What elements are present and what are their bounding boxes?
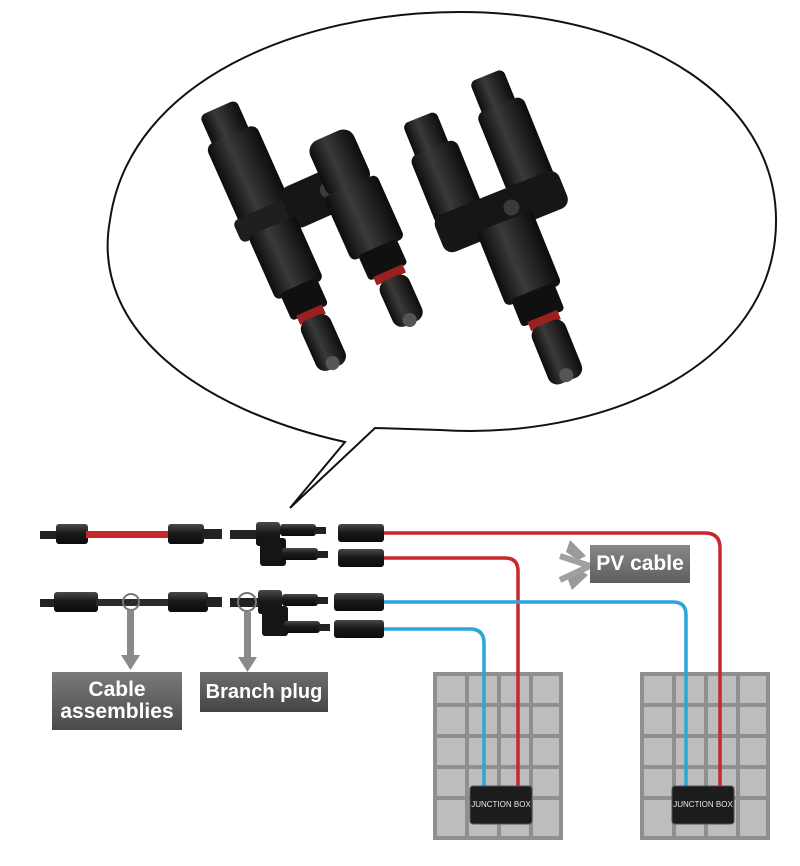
junction-box-left [469,785,533,825]
branch-connector-photo-left [201,101,423,371]
junction-box-left-text: JUNCTION BOX [471,800,531,809]
speech-bubble [106,10,778,509]
cable-assemblies-label: Cable assemblies [52,672,182,730]
junction-box-right [671,785,735,825]
solar-panel-right [640,672,770,840]
solar-panel-left [433,672,563,840]
branch-plug-positive [230,522,328,566]
cable-assembly-positive [40,524,222,544]
pv-connectors [334,524,384,638]
branch-plug-label: Branch plug [200,672,328,712]
label-arrows [121,610,257,672]
branch-plug-negative [230,590,330,636]
pv-cables [384,531,722,800]
branch-connector-photo-right [404,70,583,385]
pv-cable-arrows [558,540,599,590]
cable-assembly-negative [40,592,222,612]
pv-cable-label: PV cable [590,545,690,583]
cable-assemblies-label-line1: Cable [88,677,146,701]
junction-box-right-text: JUNCTION BOX [673,800,733,809]
cable-assemblies-label-line2: assemblies [60,700,174,723]
